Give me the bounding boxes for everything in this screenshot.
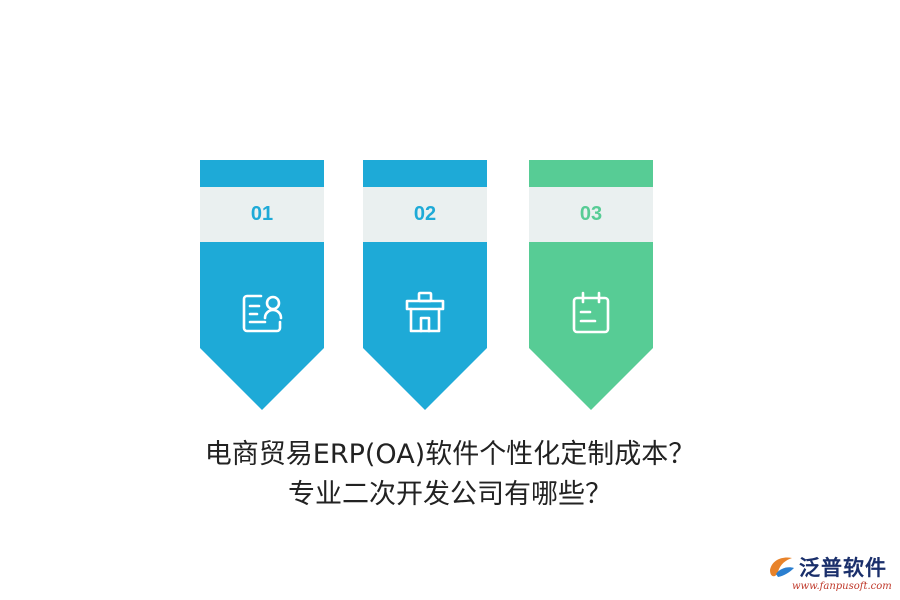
calendar-note-icon (572, 291, 610, 334)
brand-name: 泛普软件 (799, 556, 887, 580)
step-card-02: 02 (363, 0, 487, 410)
card-shape (200, 160, 324, 410)
brand-url: www.fanpusoft.com (792, 581, 892, 592)
step-number: 01 (250, 203, 274, 225)
card-shape (529, 160, 653, 410)
shop-basket-icon (405, 291, 445, 333)
brand-mark-icon (770, 557, 794, 577)
step-card-01: 01 (200, 0, 324, 410)
step-number: 02 (413, 203, 437, 225)
contact-card-icon (242, 294, 283, 333)
card-shape (363, 160, 487, 410)
headline-line-2: 专业二次开发公司有哪些？ (288, 479, 612, 510)
brand-logo: 泛普软件 www.fanpusoft.com (766, 548, 896, 596)
headline-line-1: 电商贸易ERP(OA)软件个性化定制成本？ (204, 439, 696, 470)
step-card-03: 03 (529, 0, 653, 410)
step-number: 03 (579, 203, 603, 225)
